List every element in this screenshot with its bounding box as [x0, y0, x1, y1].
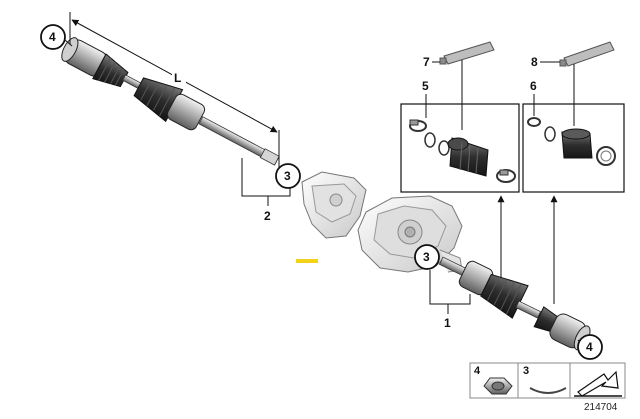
- kit-box-outer: [400, 103, 520, 193]
- callout-3-left: 3: [275, 163, 301, 189]
- document-id: 214704: [584, 402, 618, 413]
- bracket-label: 1: [444, 316, 451, 330]
- right-drive-shaft: [438, 256, 591, 351]
- snap-ring-icon: [529, 387, 567, 394]
- legend-box: 4 3: [469, 362, 626, 399]
- callout-number: 3: [284, 169, 291, 183]
- pointer-arrows: [497, 195, 558, 304]
- grease-tube-left: 7: [423, 41, 495, 130]
- bracket-right-shaft: 1: [429, 270, 471, 330]
- highlight-marker: [296, 259, 318, 263]
- bracket-label: 2: [264, 209, 271, 223]
- callout-3-center: 3: [414, 244, 440, 270]
- legend-item-ring-number: 3: [523, 365, 529, 377]
- kit-label: 6: [530, 79, 537, 93]
- callout-number: 4: [49, 30, 56, 44]
- left-drive-shaft: [61, 37, 280, 166]
- kit-label: 7: [423, 55, 430, 69]
- dimension-line-l: L: [69, 12, 280, 172]
- callout-4-top-left: 4: [40, 24, 73, 50]
- callout-number: 4: [586, 340, 593, 354]
- kit-label: 8: [531, 55, 538, 69]
- clamp-label-left: 5: [422, 79, 429, 118]
- grease-tube-right: 8: [531, 41, 615, 126]
- wrench-arrow-icon: [574, 370, 622, 397]
- legend-item-nut-number: 4: [474, 365, 481, 377]
- kit-label: 5: [422, 79, 429, 93]
- dimension-label: L: [174, 71, 181, 85]
- callout-4-bottom-right: 4: [577, 334, 603, 360]
- nut-icon: [483, 377, 513, 395]
- clamp-label-right: 6: [530, 79, 537, 116]
- bracket-left-shaft: 2: [241, 158, 291, 223]
- callout-number: 3: [423, 250, 430, 264]
- transfer-case: [301, 171, 367, 239]
